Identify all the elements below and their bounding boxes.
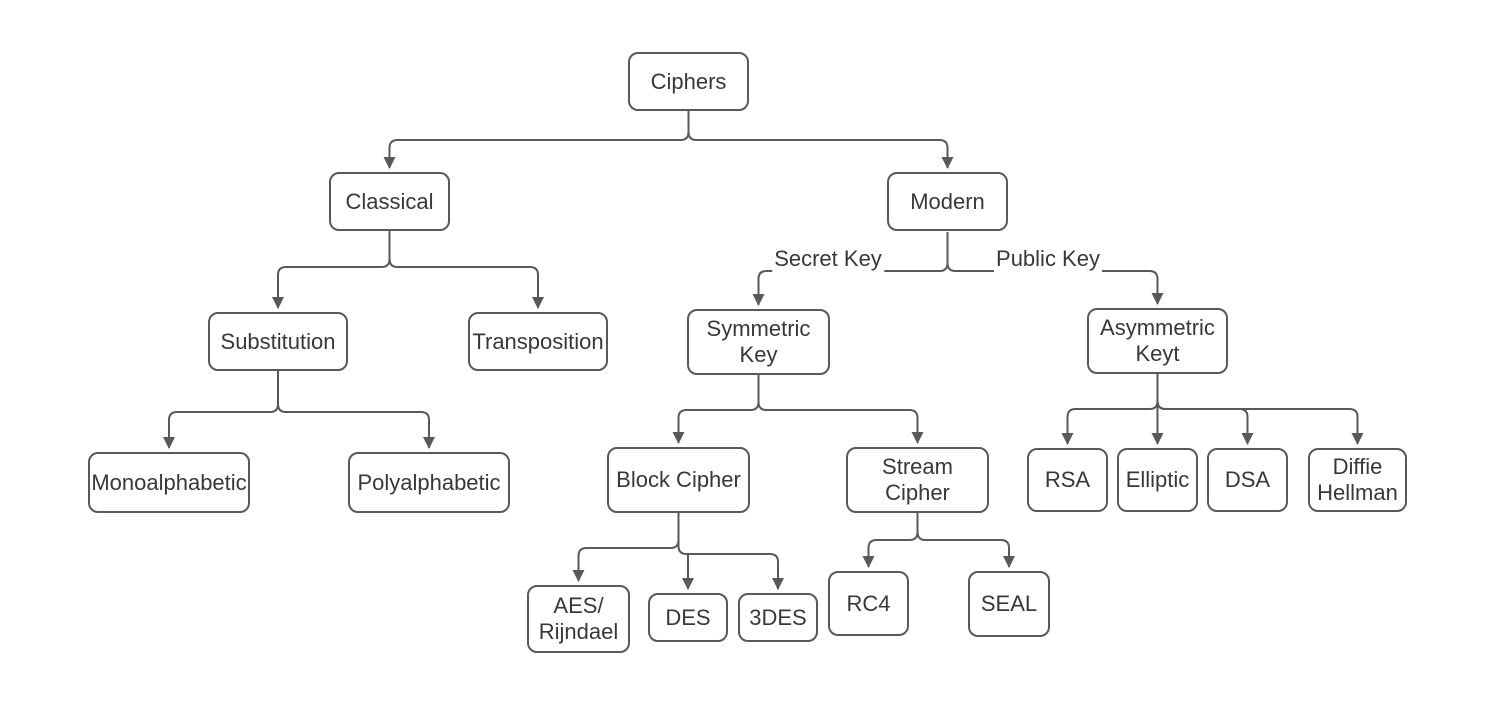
edge-stream-cipher-seal <box>916 513 1015 568</box>
edge-substitution-polyalphabetic <box>277 371 435 449</box>
node-symmetric-key: Symmetric Key <box>687 309 830 375</box>
node-modern: Modern <box>887 172 1008 231</box>
edge-label-secret-key: Secret Key <box>772 246 884 272</box>
node-stream-cipher: Stream Cipher <box>846 447 989 513</box>
edge-asymmetric-keyt-rsa <box>1061 374 1159 445</box>
node-des: DES <box>648 593 728 642</box>
node-classical: Classical <box>329 172 450 231</box>
edge-block-cipher-3des <box>677 513 784 590</box>
node-asymmetric-keyt: Asymmetric Keyt <box>1087 308 1228 374</box>
node-diffie-hellman: Diffie Hellman <box>1308 448 1407 512</box>
edge-classical-transposition <box>388 231 544 309</box>
node-polyalphabetic: Polyalphabetic <box>348 452 510 513</box>
edge-stream-cipher-rc4 <box>862 513 919 568</box>
node-elliptic: Elliptic <box>1117 448 1198 512</box>
node-transposition: Transposition <box>468 312 608 371</box>
edge-substitution-monoalphabetic <box>163 371 279 449</box>
edge-symmetric-key-stream-cipher <box>757 375 924 444</box>
node-rc4: RC4 <box>828 571 909 636</box>
edge-ciphers-classical <box>383 111 690 169</box>
node-monoalphabetic: Monoalphabetic <box>88 452 250 513</box>
edge-asymmetric-keyt-diffie-hellman <box>1156 374 1364 445</box>
node-rsa: RSA <box>1027 448 1108 512</box>
node-substitution: Substitution <box>208 312 348 371</box>
node-aes-rijndael: AES/ Rijndael <box>527 585 630 653</box>
node-3des: 3DES <box>738 593 818 642</box>
edge-classical-substitution <box>272 231 391 309</box>
edge-block-cipher-aes-rijndael <box>572 513 680 582</box>
edge-symmetric-key-block-cipher <box>672 375 760 444</box>
edge-label-public-key: Public Key <box>994 246 1102 272</box>
node-dsa: DSA <box>1207 448 1288 512</box>
edge-ciphers-modern <box>687 111 954 169</box>
node-seal: SEAL <box>968 571 1050 637</box>
node-ciphers: Ciphers <box>628 52 749 111</box>
node-block-cipher: Block Cipher <box>607 447 750 513</box>
